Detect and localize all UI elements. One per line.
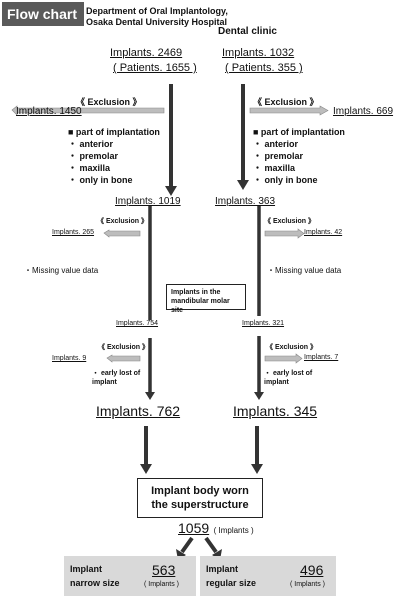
left-exclusion-criteria: ■ part of implantation ・ anterior ・ prem… <box>68 127 160 185</box>
right-missing-value: ・Missing value data <box>267 266 342 275</box>
total-implants: 1059 ( Implants ) <box>178 520 254 536</box>
right-after-exclusion-2: Implants. 321 <box>242 320 285 327</box>
left-hospital-header: Department of Oral Implantology, Osaka D… <box>86 6 228 27</box>
right-early-lost: ・ early lost of implant <box>264 370 313 386</box>
left-exclusion-count-1: Implants. 1450 <box>16 106 82 117</box>
superstructure-box: Implant body worn the superstructure <box>137 478 263 518</box>
left-after-exclusion-2: Implants. 754 <box>116 320 159 327</box>
right-exclusion-arrow-1 <box>249 105 329 116</box>
left-exclusion-label-3: 《 Exclusion 》 <box>98 344 149 351</box>
right-exclusion-count-1: Implants. 669 <box>333 106 394 117</box>
left-start-implants: Implants. 2469 <box>110 47 183 59</box>
narrow-size-box: Implant narrow size 563 ( Implants ) <box>64 556 196 596</box>
right-final-count: Implants. 345 <box>233 403 318 419</box>
right-exclusion-criteria: ■ part of implantation ・ anterior ・ prem… <box>253 127 345 185</box>
right-after-exclusion-1: Implants. 363 <box>215 196 276 207</box>
right-exclusion-count-2: Implants. 42 <box>304 229 343 236</box>
right-start-implants: Implants. 1032 <box>222 47 295 59</box>
narrow-size-count: 563 <box>152 562 176 578</box>
left-exclusion-label-2: 《 Exclusion 》 <box>97 218 148 225</box>
left-final-count: Implants. 762 <box>96 403 181 419</box>
right-exclusion-label-1: 《 Exclusion 》 <box>253 97 319 107</box>
left-start-patients: ( Patients. 1655 ) <box>113 62 197 74</box>
right-exclusion-count-3: Implants. 7 <box>304 354 339 361</box>
left-exclusion-arrow-1 <box>11 105 165 116</box>
left-early-lost: ・ early lost of implant <box>92 370 141 386</box>
regular-size-count: 496 <box>300 562 324 578</box>
right-clinic-header: Dental clinic <box>218 26 277 37</box>
left-exclusion-count-3: Implants. 9 <box>52 355 87 362</box>
left-after-exclusion-1: Implants. 1019 <box>115 196 181 207</box>
page-title: Flow chart <box>2 2 84 26</box>
regular-size-box: Implant regular size 496 ( Implants ) <box>200 556 336 596</box>
right-exclusion-label-3: 《 Exclusion 》 <box>266 344 317 351</box>
right-start-patients: ( Patients. 355 ) <box>225 62 303 74</box>
left-exclusion-label-1: 《 Exclusion 》 <box>76 97 142 107</box>
right-exclusion-label-2: 《 Exclusion 》 <box>264 218 315 225</box>
left-missing-value: ・Missing value data <box>24 266 99 275</box>
mandibular-molar-site-box: Implants in the mandibular molar site <box>166 284 246 314</box>
left-exclusion-count-2: Implants. 265 <box>52 229 95 236</box>
